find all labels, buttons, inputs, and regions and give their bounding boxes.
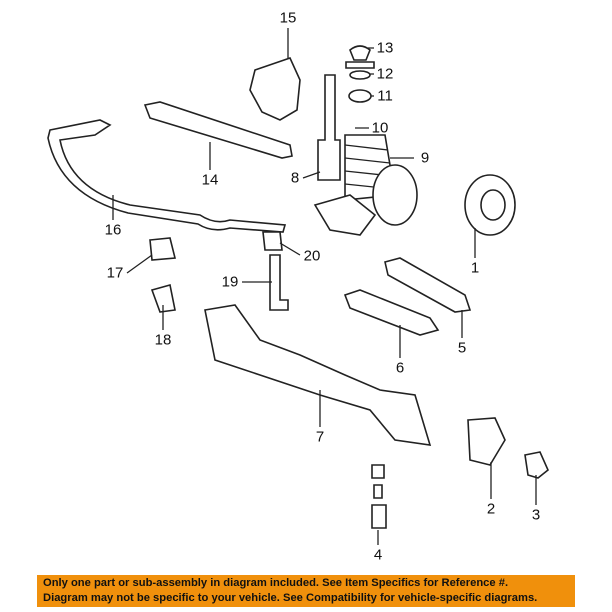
stabilizer-bushing (262, 231, 283, 251)
steering-knuckle-bracket (313, 194, 377, 236)
disclaimer-banner: Only one part or sub-assembly in diagram… (37, 575, 575, 607)
track-bar (143, 101, 293, 159)
brake-rotor (372, 164, 418, 226)
callout-7: 7 (315, 428, 325, 446)
front-axle (204, 304, 432, 446)
spring-seat (348, 89, 372, 103)
callout-19: 19 (221, 273, 239, 291)
callout-2: 2 (486, 500, 496, 518)
upper-control-arm (384, 257, 472, 313)
stabilizer-bar (47, 119, 287, 233)
callout-14: 14 (201, 171, 219, 189)
callout-20: 20 (303, 247, 321, 265)
callout-4: 4 (373, 546, 383, 564)
stabilizer-bracket (150, 283, 176, 313)
disclaimer-line-2: Diagram may not be specific to your vehi… (43, 592, 538, 604)
callout-11: 11 (377, 87, 393, 105)
lower-control-arm (343, 289, 440, 336)
callout-15: 15 (279, 9, 297, 27)
disclaimer-line-1: Only one part or sub-assembly in diagram… (43, 577, 509, 589)
stabilizer-bushing-17 (149, 237, 177, 261)
callout-5: 5 (457, 339, 467, 357)
callout-10: 10 (371, 119, 389, 137)
callout-18: 18 (154, 331, 172, 349)
callout-9: 9 (420, 149, 430, 167)
jounce-bumper (345, 45, 375, 69)
ball-joint (524, 451, 549, 479)
callout-1: 1 (470, 259, 480, 277)
shock-absorber (317, 74, 341, 181)
ball-joint-kit (371, 464, 387, 529)
callout-16: 16 (104, 221, 122, 239)
steering-knuckle (467, 417, 506, 466)
callout-12: 12 (376, 65, 394, 83)
callout-13: 13 (376, 39, 394, 57)
track-bar-bracket (249, 57, 301, 121)
insulator (349, 70, 371, 80)
callout-6: 6 (395, 359, 405, 377)
callout-17: 17 (106, 264, 124, 282)
stabilizer-link (269, 254, 289, 311)
callout-3: 3 (531, 506, 541, 524)
callout-8: 8 (290, 169, 300, 187)
